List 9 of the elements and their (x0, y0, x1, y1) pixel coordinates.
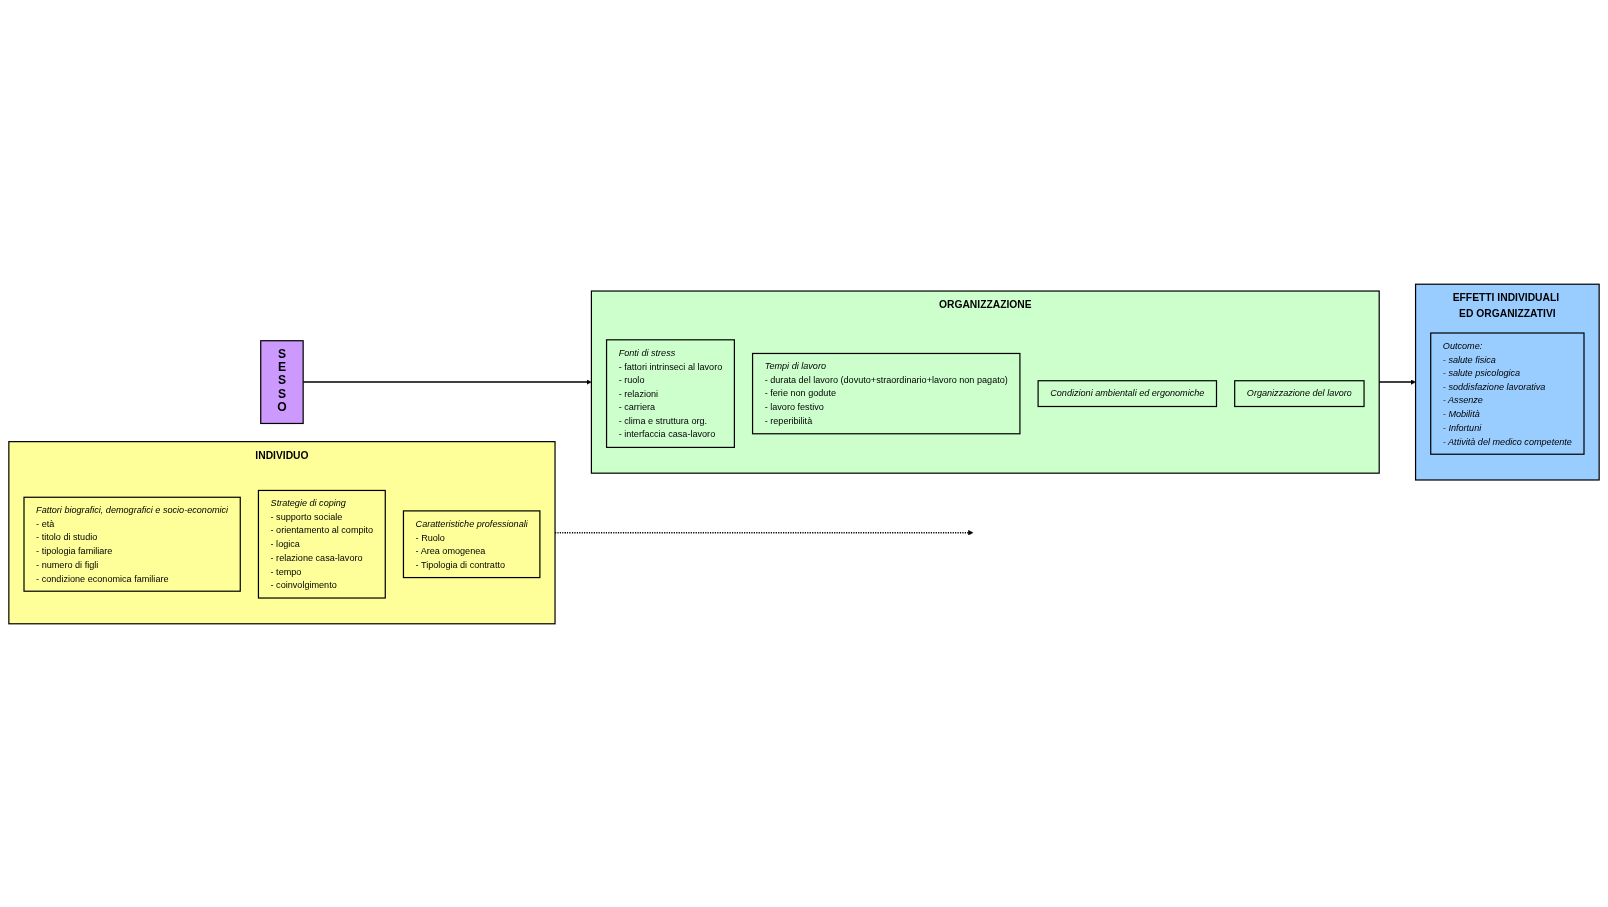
node-box: Fonti di stress - fattori intrinseci al lavoro - ruolo - relazioni - carriera - clima e struttura org. - interfaccia casa-lavoro (605, 338, 735, 448)
node-box: Strategie di coping - supporto sociale - orientamento al compito - logica - relazione casa-lavoro - tempo - coinvolgimento (257, 489, 386, 599)
node-box: SESSO (260, 339, 304, 424)
node-box: Outcome: - salute fisica - salute psicologica - soddisfazione lavorativa - Assenze - Mobilità - Infortuni - Attività del medico competente (1430, 331, 1585, 455)
node-box: Tempi di lavoro - durata del lavoro (dovuto+straordinario+lavoro non pagato) - ferie non godute - lavoro festivo - reperibilità (751, 352, 1021, 434)
node-box: Caratteristiche professionali - Ruolo - Area omogenea - Tipologia di contratto (402, 509, 541, 578)
node-box: Fattori biografici, demografici e socio-economici - età - titolo di studio - tipologia familiare - numero di figli - condizione economica familiare (23, 496, 241, 592)
node-box: Organizzazione del lavoro (1234, 379, 1365, 407)
node-box: Condizioni ambientali ed ergonomiche (1037, 379, 1218, 407)
